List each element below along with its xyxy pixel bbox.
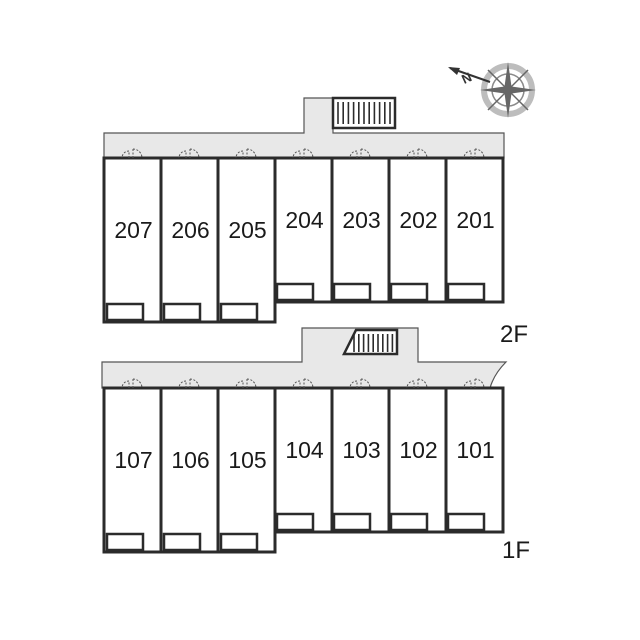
unit-number: 102 <box>399 437 437 463</box>
compass-rose-icon: N <box>448 62 536 118</box>
unit-206: 206 <box>159 148 220 324</box>
balcony <box>332 512 372 532</box>
unit-outline <box>159 386 220 554</box>
unit-number: 104 <box>285 437 324 463</box>
balcony <box>219 532 259 552</box>
compass-north-label: N <box>459 69 474 87</box>
unit-number: 106 <box>171 447 209 473</box>
unit-106: 106 <box>159 378 220 554</box>
unit-outline <box>216 156 277 324</box>
stairs-1f <box>341 328 399 356</box>
unit-number: 101 <box>456 437 494 463</box>
door-icon <box>463 378 485 389</box>
unit-outline <box>216 386 277 554</box>
unit-outline <box>387 386 448 534</box>
unit-number: 204 <box>285 207 324 233</box>
unit-202: 202 <box>387 148 448 304</box>
unit-107: 107 <box>102 378 163 554</box>
unit-103: 103 <box>330 378 391 534</box>
door-icon <box>406 148 428 159</box>
unit-number: 207 <box>114 217 152 243</box>
door-icon <box>121 148 143 159</box>
balcony <box>275 512 315 532</box>
unit-204: 204 <box>273 148 334 304</box>
unit-number: 202 <box>399 207 437 233</box>
unit-number: 206 <box>171 217 209 243</box>
unit-outline <box>444 386 505 534</box>
door-icon <box>121 378 143 389</box>
unit-number: 103 <box>342 437 380 463</box>
unit-105: 105 <box>216 378 277 554</box>
balcony <box>105 532 145 552</box>
unit-203: 203 <box>330 148 391 304</box>
door-icon <box>235 378 257 389</box>
door-icon <box>178 148 200 159</box>
unit-outline <box>330 156 391 304</box>
floor-1f: 107 106 105 104 103 102 101 1F <box>101 327 530 564</box>
door-icon <box>292 148 314 159</box>
unit-outline <box>102 386 163 554</box>
unit-number: 203 <box>342 207 380 233</box>
door-icon <box>406 378 428 389</box>
balcony <box>389 512 429 532</box>
balcony <box>105 302 145 322</box>
door-icon <box>178 378 200 389</box>
unit-outline <box>444 156 505 304</box>
floor-label-2f: 2F <box>500 321 528 348</box>
balcony <box>162 302 202 322</box>
unit-102: 102 <box>387 378 448 534</box>
door-icon <box>349 378 371 389</box>
balcony <box>446 282 486 302</box>
unit-205: 205 <box>216 148 277 324</box>
balcony <box>219 302 259 322</box>
unit-number: 201 <box>456 207 494 233</box>
unit-number: 107 <box>114 447 152 473</box>
floor-label-1f: 1F <box>502 537 530 564</box>
unit-outline <box>273 156 334 304</box>
unit-201: 201 <box>444 148 505 304</box>
unit-number: 105 <box>228 447 266 473</box>
floor-2f: 207 206 205 204 203 202 201 2F <box>102 96 528 348</box>
door-icon <box>292 378 314 389</box>
unit-104: 104 <box>273 378 334 534</box>
balcony <box>446 512 486 532</box>
unit-number: 205 <box>228 217 266 243</box>
balcony <box>332 282 372 302</box>
balcony <box>275 282 315 302</box>
unit-207: 207 <box>102 148 163 324</box>
balcony <box>389 282 429 302</box>
door-icon <box>235 148 257 159</box>
unit-outline <box>273 386 334 534</box>
unit-101: 101 <box>444 378 505 534</box>
door-icon <box>349 148 371 159</box>
balcony <box>162 532 202 552</box>
door-icon <box>463 148 485 159</box>
